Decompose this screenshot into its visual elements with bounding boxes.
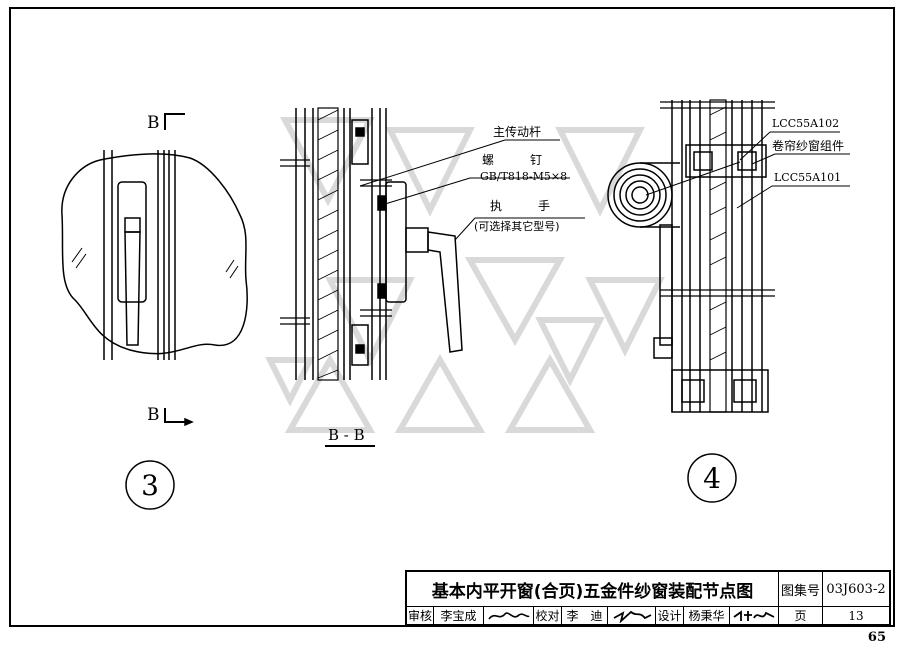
label-handle: 执 手 <box>490 199 550 213</box>
section-mark-bottom: B <box>147 405 160 425</box>
handle-base <box>117 181 147 303</box>
checker-name: 李 迪 <box>562 607 608 624</box>
label-part-b: LCC55A101 <box>774 171 841 184</box>
detail-4-circle <box>687 453 737 503</box>
title-block: 基本内平开窗(合页)五金件纱窗装配节点图 图集号 03J603-2 审核 李宝成… <box>405 570 891 626</box>
insulation-strip <box>317 107 339 381</box>
detail-4-number: 4 <box>703 462 721 495</box>
design-label: 设计 <box>656 607 684 624</box>
checker-signature <box>608 607 656 624</box>
label-assembly: 卷帘纱窗组件 <box>772 138 844 153</box>
detail-3-section <box>280 107 585 447</box>
label-drive-rod: 主传动杆 <box>493 124 541 139</box>
drawing-title: 基本内平开窗(合页)五金件纱窗装配节点图 <box>407 572 779 607</box>
page-label: 页 <box>779 607 823 624</box>
signature-mark <box>733 609 775 621</box>
detail-3-circle <box>125 460 175 510</box>
handle-hub <box>405 227 429 253</box>
insulation-hatching <box>709 106 727 361</box>
drive-rod-slot <box>351 324 369 366</box>
handle-base <box>385 181 407 303</box>
sheet-page: 13 <box>848 608 864 623</box>
drive-rod-slot <box>351 119 369 165</box>
leader-handle <box>454 217 476 241</box>
screen-profile <box>685 144 767 178</box>
atlas-label: 图集号 <box>779 572 823 607</box>
check-label: 校对 <box>534 607 562 624</box>
leader-part-b <box>736 185 773 209</box>
signature-mark <box>613 610 651 623</box>
label-screw-spec: GB/T818-M5×8 <box>480 170 567 183</box>
handle-hub <box>124 217 141 233</box>
section-arrow-top <box>164 113 185 130</box>
sill-profile <box>671 369 769 413</box>
insulation-hatching <box>317 109 339 379</box>
handle-lever <box>124 231 141 346</box>
detail-3-number: 3 <box>141 469 159 502</box>
signature-row: 审核 李宝成 校对 李 迪 设计 杨秉华 页 13 <box>407 607 889 624</box>
sheet-border <box>9 7 895 627</box>
detail-3-elevation <box>61 113 248 510</box>
section-title: B - B <box>328 426 365 444</box>
signature-mark <box>487 611 530 620</box>
reviewer-name: 李宝成 <box>434 607 484 624</box>
handle-lever <box>427 231 463 353</box>
atlas-number: 03J603-2 <box>823 572 889 607</box>
label-screw: 螺 钉 <box>482 153 542 167</box>
leader-screw <box>384 177 471 205</box>
insulation-strip <box>709 99 727 413</box>
label-handle-note: (可选择其它型号) <box>474 219 560 233</box>
book-page-number: 65 <box>867 630 886 645</box>
section-arrow-bottom <box>164 408 185 423</box>
detail-4-section <box>607 99 850 503</box>
breakout-outline <box>61 153 248 355</box>
leader-assembly <box>645 161 741 196</box>
leader-drive-rod <box>359 139 506 187</box>
review-label: 审核 <box>407 607 434 624</box>
designer-name: 杨秉华 <box>684 607 730 624</box>
reviewer-signature <box>484 607 534 624</box>
leader-part-a <box>739 131 771 161</box>
label-part-a: LCC55A102 <box>772 117 839 130</box>
screen-guide <box>659 224 673 346</box>
screen-roll <box>607 162 673 228</box>
section-mark-top: B <box>147 113 160 133</box>
designer-signature <box>730 607 779 624</box>
